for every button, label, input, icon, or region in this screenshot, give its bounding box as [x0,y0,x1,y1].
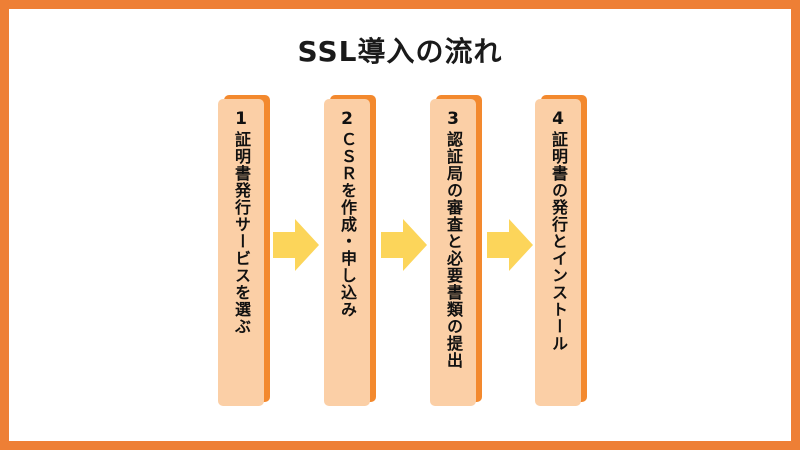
arrow-right-icon [273,219,319,271]
step-label: 証明書の発行とインストール [549,131,568,352]
step-box: 4 証明書の発行とインストール [535,99,581,406]
step-number: 3 [447,109,459,129]
arrow-right-icon [487,219,533,271]
page-title: SSL導入の流れ [297,35,503,68]
flow-step-4: 4 証明書の発行とインストール [535,95,587,406]
flow-step-3: 3 認証局の審査と必要書類の提出 [430,95,482,406]
step-label: ＣＳＲを作成・申し込み [338,131,357,318]
step-number: 1 [235,109,247,129]
step-box: 3 認証局の審査と必要書類の提出 [430,99,476,406]
step-number: 4 [552,109,564,129]
step-box: 2 ＣＳＲを作成・申し込み [324,99,370,406]
flow-step-1: 1 証明書発行サービスを選ぶ [218,95,270,406]
step-number: 2 [341,109,353,129]
arrow-right-icon [381,219,427,271]
step-box: 1 証明書発行サービスを選ぶ [218,99,264,406]
flow-step-2: 2 ＣＳＲを作成・申し込み [324,95,376,406]
step-label: 認証局の審査と必要書類の提出 [444,131,463,369]
step-label: 証明書発行サービスを選ぶ [232,131,251,335]
